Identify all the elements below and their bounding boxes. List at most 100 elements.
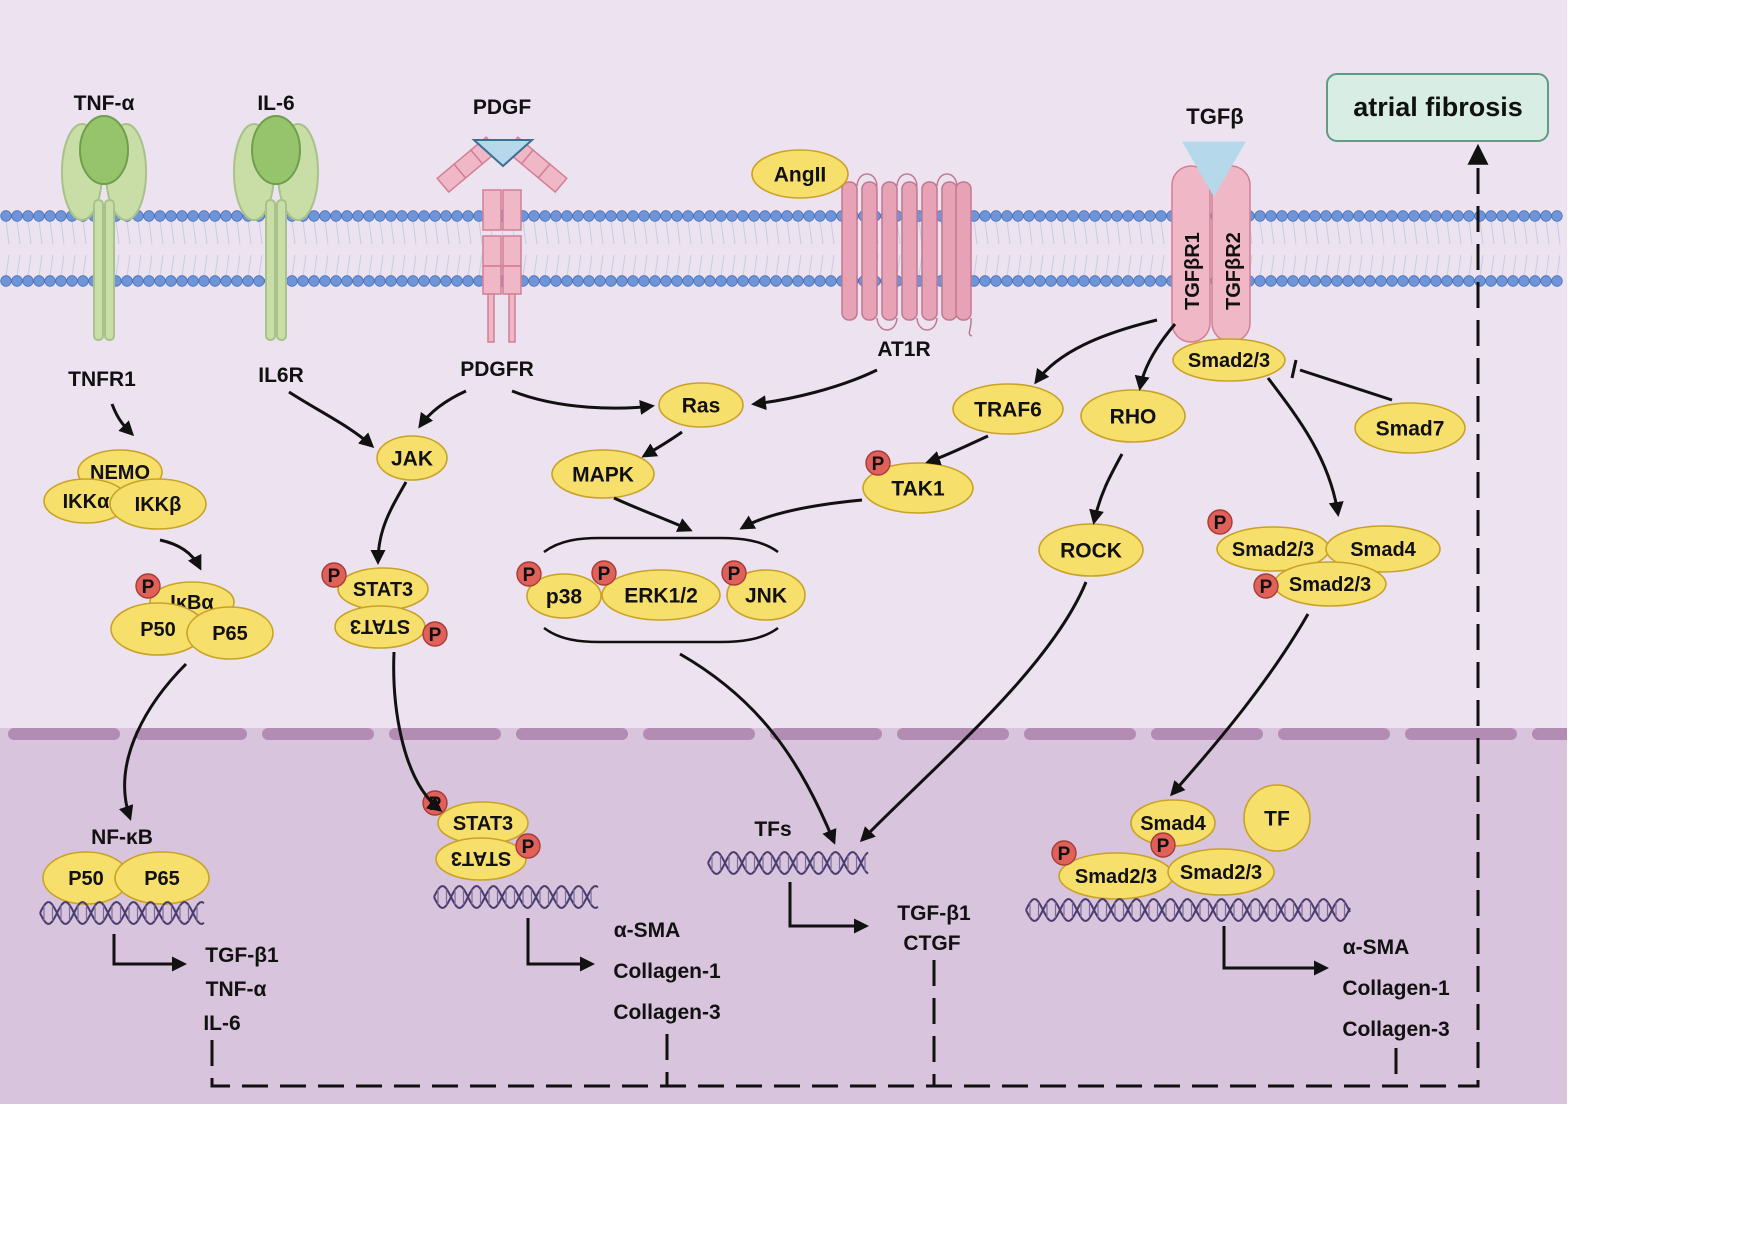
arrow-rho-rock xyxy=(1089,453,1124,525)
phospho-stat3-top: P xyxy=(321,562,347,588)
smad7: Smad7 xyxy=(1354,402,1466,454)
fibrosis-feedback-line xyxy=(210,143,1489,1088)
phospho-smad23-nuc-b: P xyxy=(1150,832,1176,858)
nuclear-pore-segment xyxy=(1024,728,1136,740)
nuclear-pore-segment xyxy=(897,728,1009,740)
arrow-traf6-tak1 xyxy=(925,434,989,466)
nuclear-pore-segment xyxy=(643,728,755,740)
dna-strands xyxy=(39,850,1351,926)
nfkb-label: NF-κB xyxy=(91,826,153,849)
nuclear-pore-segment xyxy=(770,728,882,740)
mapk-effector-bracket xyxy=(543,536,779,554)
arrow-rock-tfs xyxy=(859,581,1088,843)
phospho-smad23-a-label: P xyxy=(1214,513,1227,534)
ras: Ras xyxy=(658,382,744,428)
stat3-target-1: α-SMA xyxy=(614,919,681,942)
arrow-bracket-tfs xyxy=(679,652,837,845)
tgfbr1-label: TGFβR1 xyxy=(1182,232,1204,310)
ikk-alpha: IKKα xyxy=(43,478,129,524)
phospho-stat3-nuc-bottom-label: P xyxy=(522,837,535,858)
il6-label: IL-6 xyxy=(257,92,294,115)
pdgfr-receptor xyxy=(436,136,568,343)
nuclear-pore-segment xyxy=(1151,728,1263,740)
pathway-arrows xyxy=(110,318,1393,976)
atrial-fibrosis-label: atrial fibrosis xyxy=(1353,92,1523,122)
il6-ligand xyxy=(251,115,301,185)
p50-cyto-label: P50 xyxy=(140,619,176,641)
phospho-smad23-b-label: P xyxy=(1260,577,1273,598)
p65-nuc-label: P65 xyxy=(144,868,180,890)
nfkb-target-3: IL-6 xyxy=(203,1012,240,1035)
tnf-alpha-ligand xyxy=(79,115,129,185)
arrow-tgfbr-rho xyxy=(1134,323,1177,391)
smad23-receptor: Smad2/3 xyxy=(1172,338,1286,382)
dna-nfkb xyxy=(39,900,205,926)
phospho-tak1-label: P xyxy=(872,454,885,475)
ikk-beta: IKKβ xyxy=(109,478,207,530)
nfkb-target-2: TNF-α xyxy=(206,978,267,1001)
stat3-nuc-top-label: STAT3 xyxy=(453,813,513,835)
stat3-cyto-top-label: STAT3 xyxy=(353,579,413,601)
tfs-target-genes: TGF-β1 CTGF xyxy=(897,902,971,955)
phospho-jnk: P xyxy=(721,560,747,586)
nfkb-target-genes: TGF-β1 TNF-α IL-6 xyxy=(203,944,279,1035)
rock: ROCK xyxy=(1038,523,1144,577)
nuclear-pore-segment xyxy=(1405,728,1517,740)
phospho-p38-label: P xyxy=(523,565,536,586)
nuclear-pore-segment xyxy=(1532,728,1567,740)
tfs-label: TFs xyxy=(754,818,791,841)
arrow-mapk-bracket xyxy=(613,496,693,532)
stat3-nuc-bottom-label: STAT3 xyxy=(451,847,511,869)
smad23-nuc-a: Smad2/3 xyxy=(1058,852,1174,900)
erk-label: ERK1/2 xyxy=(624,585,698,608)
stat3-cyto-bottom-label: STAT3 xyxy=(350,615,410,637)
angii-label: AngII xyxy=(774,164,827,187)
p38-label: p38 xyxy=(546,586,583,609)
phospho-smad23-a: P xyxy=(1207,509,1233,535)
smad4-cyto: Smad4 xyxy=(1325,525,1441,573)
smad4-nuc-label: Smad4 xyxy=(1140,813,1206,835)
phospho-ikba-label: P xyxy=(142,577,155,598)
smad4-nuc: Smad4 xyxy=(1130,799,1216,847)
at1r-label: AT1R xyxy=(877,338,930,361)
mapk: MAPK xyxy=(551,449,655,499)
dna-tfs xyxy=(707,850,869,876)
dna-stat3 xyxy=(433,884,599,910)
arrow-tnfr1-nemo xyxy=(110,403,135,437)
phospho-tak1: P xyxy=(865,450,891,476)
phospho-stat3-nuc-bottom: P xyxy=(515,833,541,859)
arrow-pdgfr-jak xyxy=(418,389,467,429)
tfs-target-1: TGF-β1 xyxy=(897,902,971,925)
smad23-nuc-b: Smad2/3 xyxy=(1167,848,1275,896)
smad23-receptor-label: Smad2/3 xyxy=(1188,350,1270,372)
smad-target-3: Collagen-3 xyxy=(1342,1018,1449,1041)
nuclear-pore-segment xyxy=(135,728,247,740)
phospho-stat3-bottom: P xyxy=(422,621,448,647)
pdgf-ligand xyxy=(471,139,535,168)
smad23-nuc-a-label: Smad2/3 xyxy=(1075,866,1157,888)
smad-target-2: Collagen-1 xyxy=(1342,977,1450,1000)
arrow-pdgfr-ras xyxy=(511,389,655,415)
phospho-ikba: P xyxy=(135,573,161,599)
mapk-effector-bracket-bottom xyxy=(543,626,779,644)
smad23-cyto-b-label: Smad2/3 xyxy=(1289,574,1371,596)
nuclear-pore-segment xyxy=(262,728,374,740)
stat3-cyto-bottom: STAT3 xyxy=(334,605,426,649)
arrow-smad-genes xyxy=(1222,926,1329,976)
tfs-target-2: CTGF xyxy=(903,932,960,955)
stat3-nuc-top: STAT3 xyxy=(437,801,529,845)
tf-nuc-label: TF xyxy=(1264,808,1290,831)
phospho-stat3-top-label: P xyxy=(328,566,341,587)
arrow-smad-nuc xyxy=(1170,613,1310,797)
arrow-jak-stat3 xyxy=(370,481,408,565)
arrow-nfkb-genes xyxy=(112,934,187,972)
p65-cyto: P65 xyxy=(186,606,274,660)
nuclear-envelope xyxy=(8,728,1567,740)
atrial-fibrosis-box xyxy=(1326,73,1549,142)
nuclear-pore-segment xyxy=(516,728,628,740)
nuclear-pore-segment xyxy=(1278,728,1390,740)
smad23-cyto-a: Smad2/3 xyxy=(1216,526,1330,572)
arrow-tfs-genes xyxy=(788,882,869,934)
smad4-cyto-label: Smad4 xyxy=(1350,539,1416,561)
tgfbr-receptor xyxy=(1171,141,1251,343)
